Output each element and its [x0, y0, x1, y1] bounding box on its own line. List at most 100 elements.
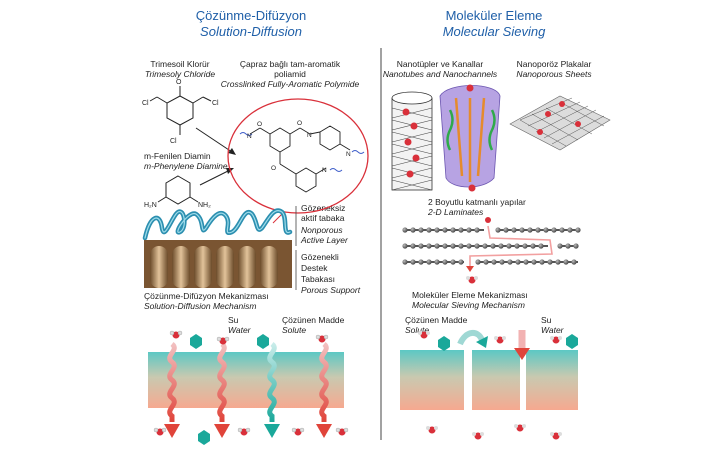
laminate-atoms — [402, 227, 581, 265]
right-membrane-block-1 — [400, 350, 464, 410]
carbon-atom — [434, 243, 440, 249]
active-layer-label-en-2: Active Layer — [301, 235, 348, 245]
atom-nh: N — [322, 167, 327, 174]
carbon-atom — [442, 259, 448, 265]
atom-o: O — [257, 121, 262, 128]
left-membrane — [148, 352, 344, 408]
laminate-flow-arrow — [469, 225, 553, 266]
carbon-atom — [498, 243, 504, 249]
active-layer-label-tr-2: aktif tabaka — [301, 213, 345, 223]
carbon-atom — [495, 227, 501, 233]
sd-mechanism-label-tr: Çözünme-Difüzyon Mekanizması — [144, 291, 269, 301]
nanoporous-graphene-sheet — [509, 95, 611, 151]
carbon-atom — [567, 227, 573, 233]
atom-nh: N — [247, 133, 252, 140]
left-title-en: Solution-Diffusion — [200, 24, 302, 39]
carbon-atom — [514, 243, 520, 249]
carbon-nanotube — [391, 91, 433, 191]
atom-o: O — [176, 79, 182, 86]
nanotubes-label-en: Nanotubes and Nanochannels — [382, 69, 498, 79]
carbon-atom — [450, 227, 456, 233]
right-membrane-block-2 — [472, 350, 520, 410]
atom-o: O — [297, 120, 302, 127]
carbon-atom — [555, 259, 561, 265]
carbon-atom — [474, 243, 480, 249]
active-layer-label-tr-1: Gözeneksiz — [301, 203, 346, 213]
carbon-atom — [418, 243, 424, 249]
atom-nh2: NH₂ — [198, 202, 211, 209]
solute-rejection-arrow — [457, 330, 485, 346]
carbon-atom — [434, 227, 440, 233]
carbon-atom — [434, 259, 440, 265]
protein-nanochannel — [439, 84, 501, 192]
carbon-atom — [418, 259, 424, 265]
carbon-atom — [527, 227, 533, 233]
polyamide-label-tr-1: Çapraz bağlı tam-aromatik — [239, 59, 341, 69]
carbon-atom — [530, 243, 536, 249]
carbon-atom — [466, 227, 472, 233]
atom-cl: Cl — [142, 100, 149, 107]
carbon-atom — [573, 243, 579, 249]
right-title-en: Molecular Sieving — [442, 24, 546, 39]
sheets-label-en: Nanoporous Sheets — [516, 69, 592, 79]
left-water-label-tr: Su — [228, 315, 239, 325]
trimesoyl-label-tr: Trimesoil Klorür — [150, 59, 210, 69]
carbon-atom — [475, 259, 481, 265]
laminate-label-en: 2-D Laminates — [428, 207, 484, 217]
carbon-atom — [563, 259, 569, 265]
carbon-atom — [442, 243, 448, 249]
atom-nh: N — [307, 132, 312, 139]
atom-nh: N — [346, 151, 351, 158]
trimesoyl-label-en: Trimesoly Chloride — [144, 69, 216, 79]
water-molecule-icon — [466, 217, 491, 284]
carbon-atom — [515, 259, 521, 265]
carbon-atom — [426, 227, 432, 233]
polyamide-label-tr-2: poliamid — [274, 69, 306, 79]
ms-mechanism-label-tr: Moleküler Eleme Mekanizması — [412, 290, 528, 300]
carbon-atom — [507, 259, 513, 265]
carbon-atom — [458, 243, 464, 249]
carbon-atom — [410, 227, 416, 233]
carbon-atom — [426, 259, 432, 265]
left-solute-label-en: Solute — [282, 325, 307, 335]
carbon-atom — [483, 259, 489, 265]
active-layer-label-en-1: Nonporous — [301, 225, 343, 235]
support-pores — [150, 246, 278, 288]
carbon-atom — [499, 259, 505, 265]
water-molecule-icon — [153, 330, 349, 436]
carbon-atom — [575, 227, 581, 233]
carbon-atom — [442, 227, 448, 233]
trimesoyl-chloride-molecule — [149, 86, 212, 135]
carbon-atom — [531, 259, 537, 265]
left-title-tr: Çözünme-Difüzyon — [195, 8, 307, 23]
m-phenylene-diamine-molecule — [157, 175, 199, 205]
solute-permeation-arrow — [264, 342, 280, 438]
polyamide-label-en: Crosslinked Fully-Aromatic Polymide — [220, 79, 360, 89]
right-water-label-tr: Su — [541, 315, 552, 325]
polyamide-structure — [239, 125, 365, 193]
carbon-atom — [458, 227, 464, 233]
support-label-en: Porous Support — [301, 285, 361, 295]
sd-mechanism-label-en: Solution-Diffusion Mechanism — [144, 301, 257, 311]
carbon-atom — [506, 243, 512, 249]
reaction-arrow-top — [195, 127, 233, 153]
carbon-atom — [450, 259, 456, 265]
carbon-atom — [474, 227, 480, 233]
mpd-label-tr: m-Fenilen Diamin — [144, 151, 211, 161]
left-solute-label-tr: Çözünen Madde — [282, 315, 345, 325]
carbon-atom — [522, 243, 528, 249]
carbon-atom — [571, 259, 577, 265]
carbon-atom — [426, 243, 432, 249]
carbon-atom — [402, 227, 408, 233]
carbon-atom — [543, 227, 549, 233]
carbon-atom — [458, 259, 464, 265]
carbon-atom — [450, 243, 456, 249]
support-label-tr-1: Gözenekli — [301, 252, 339, 262]
solute-hexagon-icon — [190, 334, 269, 445]
carbon-atom — [418, 227, 424, 233]
carbon-atom — [466, 243, 472, 249]
atom-cl: Cl — [212, 100, 219, 107]
carbon-atom — [402, 243, 408, 249]
right-water-label-en: Water — [541, 325, 564, 335]
